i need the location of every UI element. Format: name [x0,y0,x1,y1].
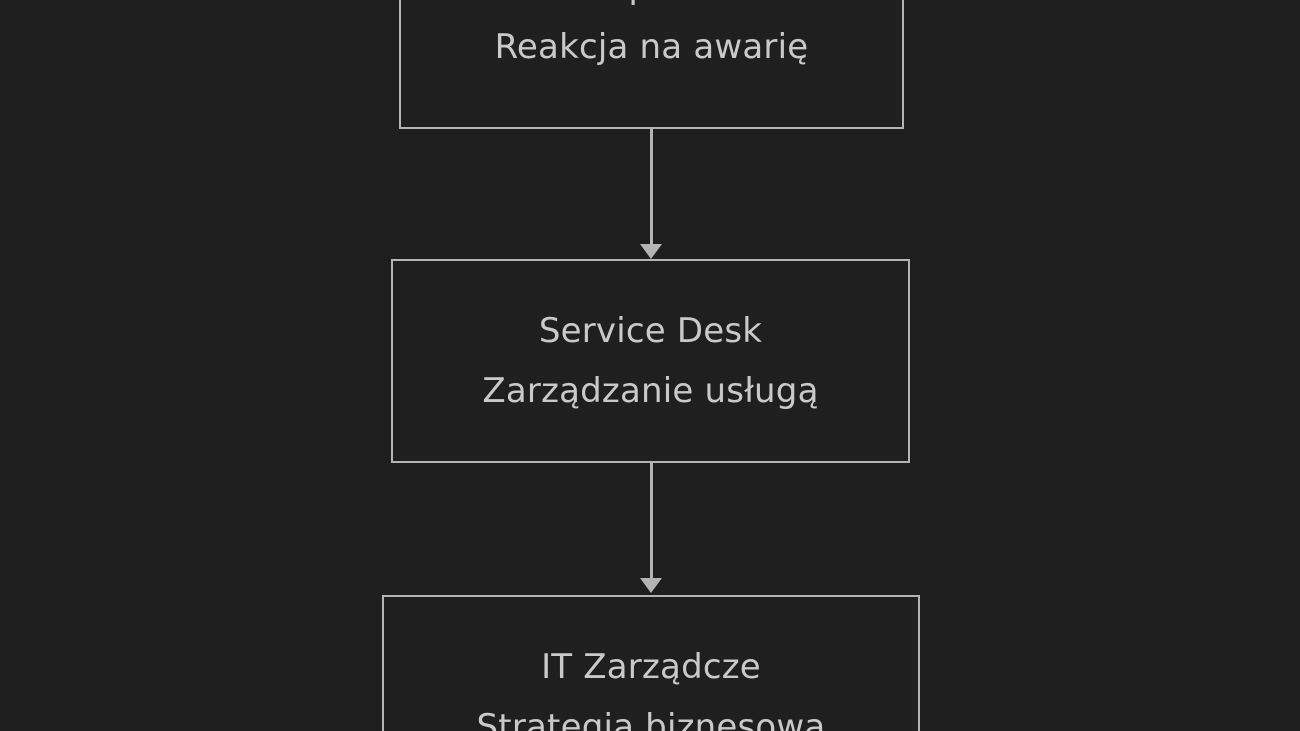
node-helpdesk-subtitle: Reakcja na awarię [494,26,809,67]
node-service-desk-title: Service Desk [538,311,763,351]
node-it-governance-title: IT Zarządcze [541,647,761,687]
node-service-desk[interactable]: Service Desk Zarządzanie usługą [391,259,910,463]
node-it-governance[interactable]: IT Zarządcze Strategia biznesowa [382,595,920,731]
connector-service-desk-to-it-governance [650,462,653,580]
node-service-desk-subtitle: Zarządzanie usługą [482,371,819,411]
arrow-down-icon [640,244,662,259]
node-it-governance-subtitle: Strategia biznesowa [476,707,826,731]
arrow-down-icon [640,578,662,593]
node-helpdesk-title: Helpdesk [572,0,731,4]
node-helpdesk[interactable]: Helpdesk Reakcja na awarię [399,0,904,129]
connector-helpdesk-to-service-desk [650,128,653,246]
